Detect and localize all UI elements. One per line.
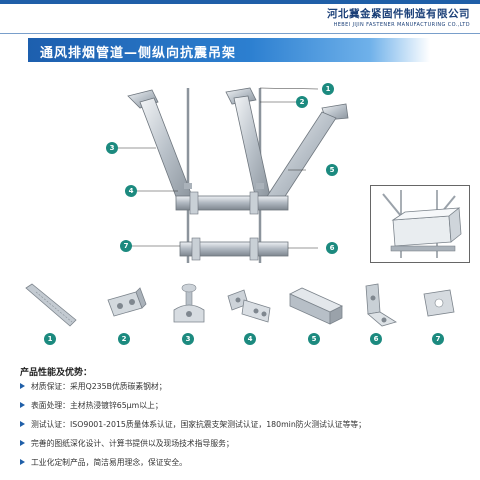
part-number-5: 5 — [308, 333, 320, 345]
company-name-cn: 河北冀金紧固件制造有限公司 — [327, 8, 470, 20]
seismic-connector-icon — [227, 289, 271, 323]
list-item: 工业化定制产品，简洁易用理念，保证安全。 — [20, 457, 470, 476]
advantage-text: 表面处理：主材热浸镀锌65μm以上； — [31, 401, 163, 410]
callout-6: 6 — [326, 242, 338, 254]
part-c-channel: 5 — [286, 282, 344, 352]
header-divider — [0, 33, 480, 34]
components-row: 1 2 3 4 — [18, 282, 468, 352]
part-hinge-connector: 3 — [160, 282, 218, 352]
list-item: 测试认证：ISO9001-2015质量体系认证，国家抗震支架测试认证，180mi… — [20, 419, 470, 438]
part-number-6: 6 — [370, 333, 382, 345]
callout-7: 7 — [120, 240, 132, 252]
part-angle-bracket: 6 — [348, 282, 406, 352]
callout-2: 2 — [296, 96, 308, 108]
part-square-washer: 7 — [410, 282, 468, 352]
triangle-bullet-icon — [20, 459, 25, 465]
advantages-heading: 产品性能及优势： — [20, 368, 93, 378]
triangle-bullet-icon — [20, 402, 25, 408]
part-number-2: 2 — [118, 333, 130, 345]
part-rod-coupler: 2 — [96, 282, 154, 352]
part-seismic-connector: 4 — [222, 282, 280, 352]
part-anchor-bolt: 1 — [22, 282, 80, 352]
advantage-text: 测试认证：ISO9001-2015质量体系认证，国家抗震支架测试认证，180mi… — [31, 420, 366, 429]
callout-1: 1 — [322, 83, 334, 95]
page-title: 通风排烟管道—侧纵向抗震吊架 — [40, 46, 237, 61]
list-item: 材质保证：采用Q235B优质碳素钢材； — [20, 381, 470, 400]
seismic-hanger-assembly-illustration — [118, 87, 349, 263]
triangle-bullet-icon — [20, 421, 25, 427]
part-number-4: 4 — [244, 333, 256, 345]
anchor-bolt-icon — [25, 283, 77, 327]
hinge-connector-icon — [173, 283, 205, 323]
company-name-en: HEBEI JIJIN FASTENER MANUFACTURING CO.,L… — [333, 22, 470, 28]
list-item: 完善的图纸深化设计、计算书提供以及现场技术指导服务； — [20, 438, 470, 457]
square-washer-icon — [423, 289, 455, 317]
angle-bracket-icon — [365, 283, 397, 327]
advantage-text: 完善的图纸深化设计、计算书提供以及现场技术指导服务； — [31, 439, 234, 448]
triangle-bullet-icon — [20, 440, 25, 446]
callout-5: 5 — [326, 164, 338, 176]
part-number-1: 1 — [44, 333, 56, 345]
duct-installation-illustration — [382, 190, 462, 258]
title-band: 通风排烟管道—侧纵向抗震吊架 — [28, 38, 430, 62]
c-channel-icon — [289, 287, 343, 325]
part-number-3: 3 — [182, 333, 194, 345]
part-number-7: 7 — [432, 333, 444, 345]
advantage-text: 材质保证：采用Q235B优质碳素钢材； — [31, 382, 167, 391]
advantage-text: 工业化定制产品，简洁易用理念，保证安全。 — [31, 458, 187, 467]
rod-coupler-icon — [107, 287, 147, 317]
installation-detail-inset — [370, 185, 470, 263]
top-accent-strip — [0, 0, 480, 4]
company-header: 河北冀金紧固件制造有限公司 HEBEI JIJIN FASTENER MANUF… — [327, 6, 470, 28]
triangle-bullet-icon — [20, 383, 25, 389]
list-item: 表面处理：主材热浸镀锌65μm以上； — [20, 400, 470, 419]
advantages-list: 材质保证：采用Q235B优质碳素钢材； 表面处理：主材热浸镀锌65μm以上； 测… — [20, 381, 470, 476]
callout-4: 4 — [125, 185, 137, 197]
callout-3: 3 — [106, 142, 118, 154]
